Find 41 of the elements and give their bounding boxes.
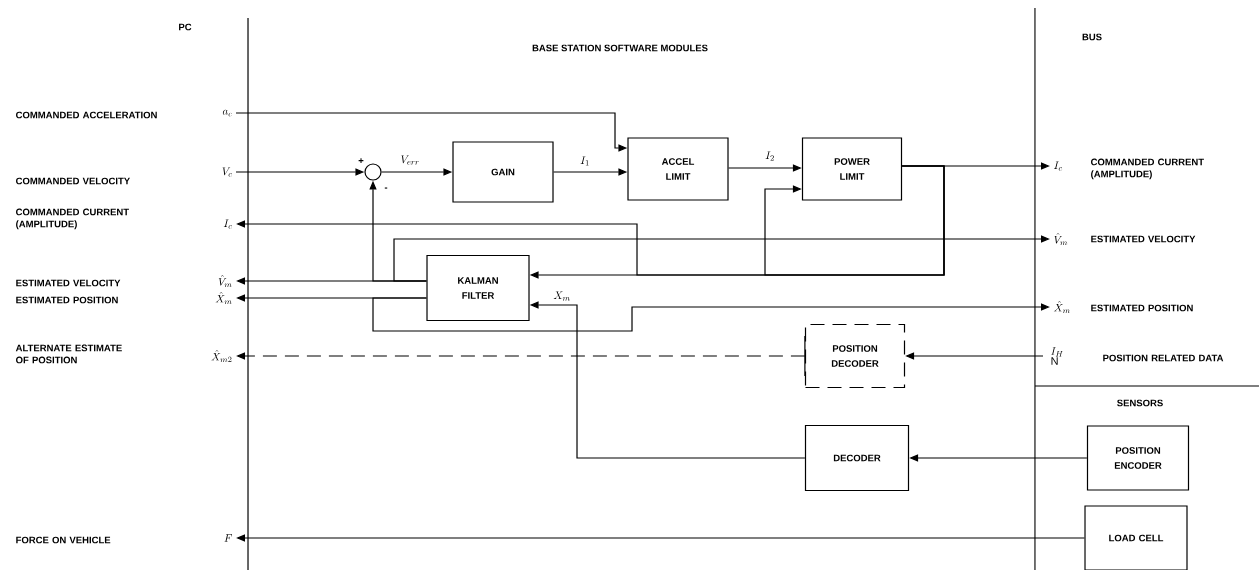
section-title: PC: [179, 23, 192, 31]
signal-label: FORCE ON VEHICLE: [16, 536, 111, 544]
edge-label: $I_2$: [764, 150, 776, 162]
edge-label: $V_{err}$: [399, 154, 421, 166]
sign-label: +: [358, 158, 364, 164]
load-cell-box: LOAD CELL: [1084, 505, 1188, 570]
signal-symbol: $I_c$: [1054, 161, 1063, 171]
section-title: BASE STATION SOFTWARE MODULES: [532, 44, 708, 52]
signal-symbol: $a_c$: [222, 109, 232, 117]
summing-junction: [364, 163, 382, 181]
signal-symbol: $I_H$ N: [1051, 347, 1063, 365]
kalman-filter-box: KALMAN FILTER: [426, 254, 530, 322]
signal-symbol: $\hat{V}_m$: [218, 275, 232, 288]
signal-label: COMMANDED CURRENT (AMPLITUDE): [16, 208, 129, 230]
accel-limit-box: ACCEL LIMIT: [627, 137, 729, 201]
signal-symbol: $I_c$: [223, 219, 232, 229]
signal-label: ESTIMATED POSITION: [16, 296, 118, 304]
decoder-box: DECODER: [804, 424, 910, 492]
signal-label: ESTIMATED POSITION: [1091, 304, 1193, 312]
signal-label: ESTIMATED VELOCITY: [1091, 235, 1196, 243]
signal-label: POSITION RELATED DATA: [1103, 354, 1224, 362]
signal-symbol: $V_c$: [222, 167, 232, 177]
section-title: SENSORS: [1117, 399, 1163, 407]
position-encoder-box: POSITION ENCODER: [1086, 425, 1190, 491]
edge-label: $X_m$: [552, 290, 572, 302]
signal-label: COMMANDED CURRENT (AMPLITUDE): [1091, 158, 1204, 180]
power-limit-box: POWER LIMIT: [801, 137, 903, 201]
edge-label: $I_1$: [579, 155, 591, 167]
signal-label: COMMANDED ACCELERATION: [16, 111, 157, 119]
position-decoder-box: POSITION DECODER: [804, 323, 906, 389]
signal-label: ESTIMATED VELOCITY: [16, 279, 121, 287]
sign-label: -: [384, 187, 388, 189]
signal-symbol: $F$: [224, 534, 233, 542]
signal-symbol: $\hat{V}_m$: [1054, 233, 1068, 246]
gain-box: GAIN: [452, 141, 554, 203]
signal-label: ALTERNATE ESTIMATE OF POSITION: [15, 344, 122, 364]
signal-label: COMMANDED VELOCITY: [16, 177, 130, 185]
section-title: BUS: [1082, 33, 1102, 41]
signal-symbol: $\hat{X}_m$: [215, 292, 232, 305]
signal-symbol: $\hat{X}_m$: [1053, 301, 1070, 314]
signal-symbol: $\hat{X}_{m2}$: [211, 350, 232, 363]
